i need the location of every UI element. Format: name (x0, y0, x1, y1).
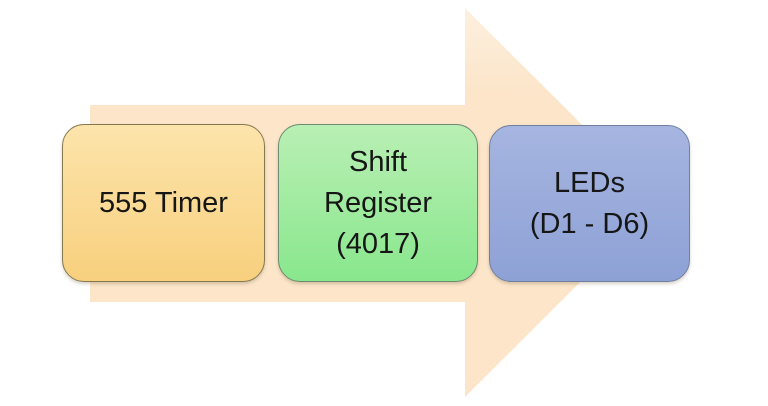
node-shift-register-label-line1: Shift (348, 145, 408, 178)
node-leds: LEDs (D1 - D6) (489, 125, 690, 282)
node-shift-register: Shift Register (4017) (278, 124, 478, 282)
node-leds-label-line2: (D1 - D6) (529, 207, 650, 240)
node-shift-register-label-line2: Register (324, 186, 432, 219)
node-shift-register-label-line3: (4017) (336, 227, 420, 260)
node-leds-label-line1: LEDs (554, 166, 625, 199)
node-555-timer: 555 Timer (62, 124, 265, 282)
node-555-timer-label: 555 Timer (99, 186, 228, 219)
